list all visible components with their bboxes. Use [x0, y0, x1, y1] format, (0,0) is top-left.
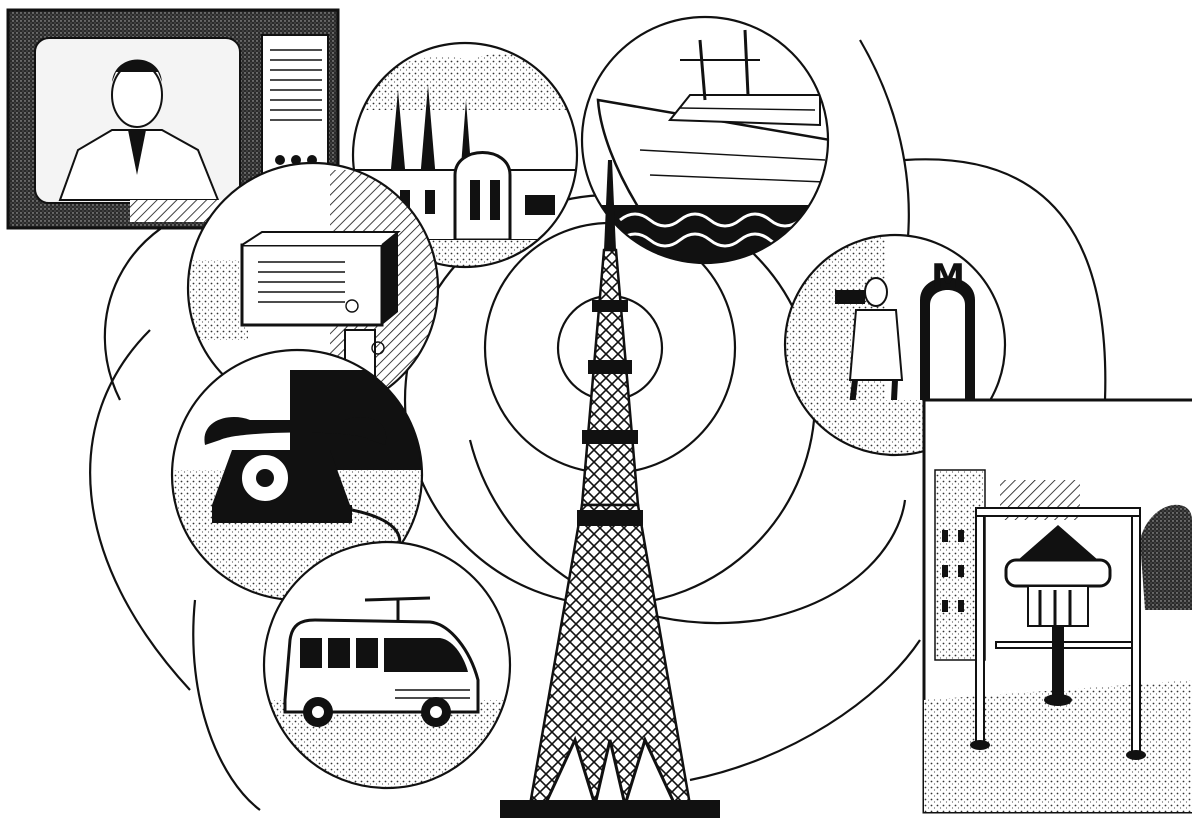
ambulance-van-icon — [260, 542, 520, 800]
street-loudspeaker-icon — [924, 400, 1192, 812]
metro-sign-letter: M — [931, 257, 965, 297]
ship-icon — [582, 17, 840, 275]
